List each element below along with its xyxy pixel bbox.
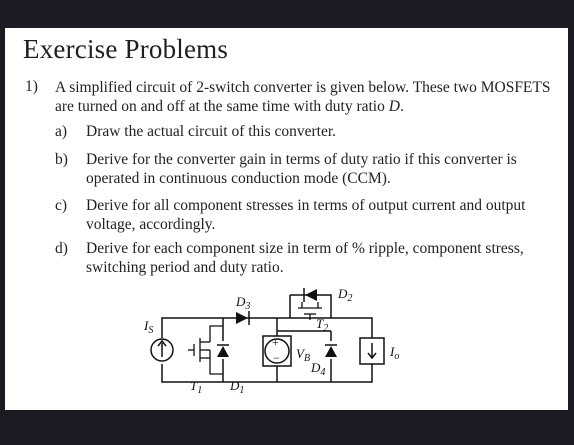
part-text: Draw the actual circuit of this converte… bbox=[86, 123, 337, 140]
mosfet-t1 bbox=[188, 325, 223, 375]
part-label: d) bbox=[55, 240, 68, 257]
part-text: Derive for each component size in term o… bbox=[86, 240, 524, 276]
mosfet-t2 bbox=[298, 302, 322, 320]
vb-minus: − bbox=[273, 351, 280, 365]
question-text-end: . bbox=[399, 98, 404, 115]
part-b: b) Derive for the converter gain in term… bbox=[55, 150, 560, 190]
part-label: b) bbox=[55, 151, 68, 168]
label-d4: D4 bbox=[310, 360, 325, 378]
diode-d3 bbox=[236, 311, 250, 325]
label-d3: D3 bbox=[235, 294, 250, 312]
label-t2: T2 bbox=[316, 316, 328, 334]
diode-d1 bbox=[217, 341, 229, 359]
voltage-source-vb bbox=[262, 335, 292, 367]
label-t1: T1 bbox=[190, 378, 202, 396]
label-vb: VB bbox=[296, 346, 310, 364]
duty-symbol: D bbox=[388, 98, 400, 115]
label-d1: D1 bbox=[229, 378, 244, 396]
part-text: Derive for all component stresses in ter… bbox=[86, 197, 526, 233]
diode-d2 bbox=[289, 288, 332, 318]
part-text: Derive for the converter gain in terms o… bbox=[86, 151, 517, 187]
vb-plus: + bbox=[272, 335, 279, 349]
part-a: a) Draw the actual circuit of this conve… bbox=[55, 122, 560, 142]
question-text-part: A simplified circuit of 2-switch convert… bbox=[55, 79, 551, 115]
question-text: A simplified circuit of 2-switch convert… bbox=[55, 78, 555, 116]
part-label: c) bbox=[55, 197, 68, 214]
diode-d4 bbox=[325, 341, 337, 359]
label-d2: D2 bbox=[337, 286, 352, 304]
part-c: c) Derive for all component stresses in … bbox=[55, 196, 560, 236]
converter-circuit-diagram: + − IS T1 D1 bbox=[143, 286, 399, 396]
slide: Exercise Problems 1) A simplified circui… bbox=[5, 28, 568, 410]
label-io: Io bbox=[389, 344, 399, 362]
slide-title: Exercise Problems bbox=[23, 34, 229, 64]
question-number: 1) bbox=[25, 78, 38, 95]
part-label: a) bbox=[55, 123, 68, 140]
label-is: IS bbox=[143, 318, 153, 336]
current-source-io bbox=[359, 337, 385, 365]
current-source-is bbox=[150, 338, 174, 364]
part-d: d) Derive for each component size in ter… bbox=[55, 239, 560, 279]
